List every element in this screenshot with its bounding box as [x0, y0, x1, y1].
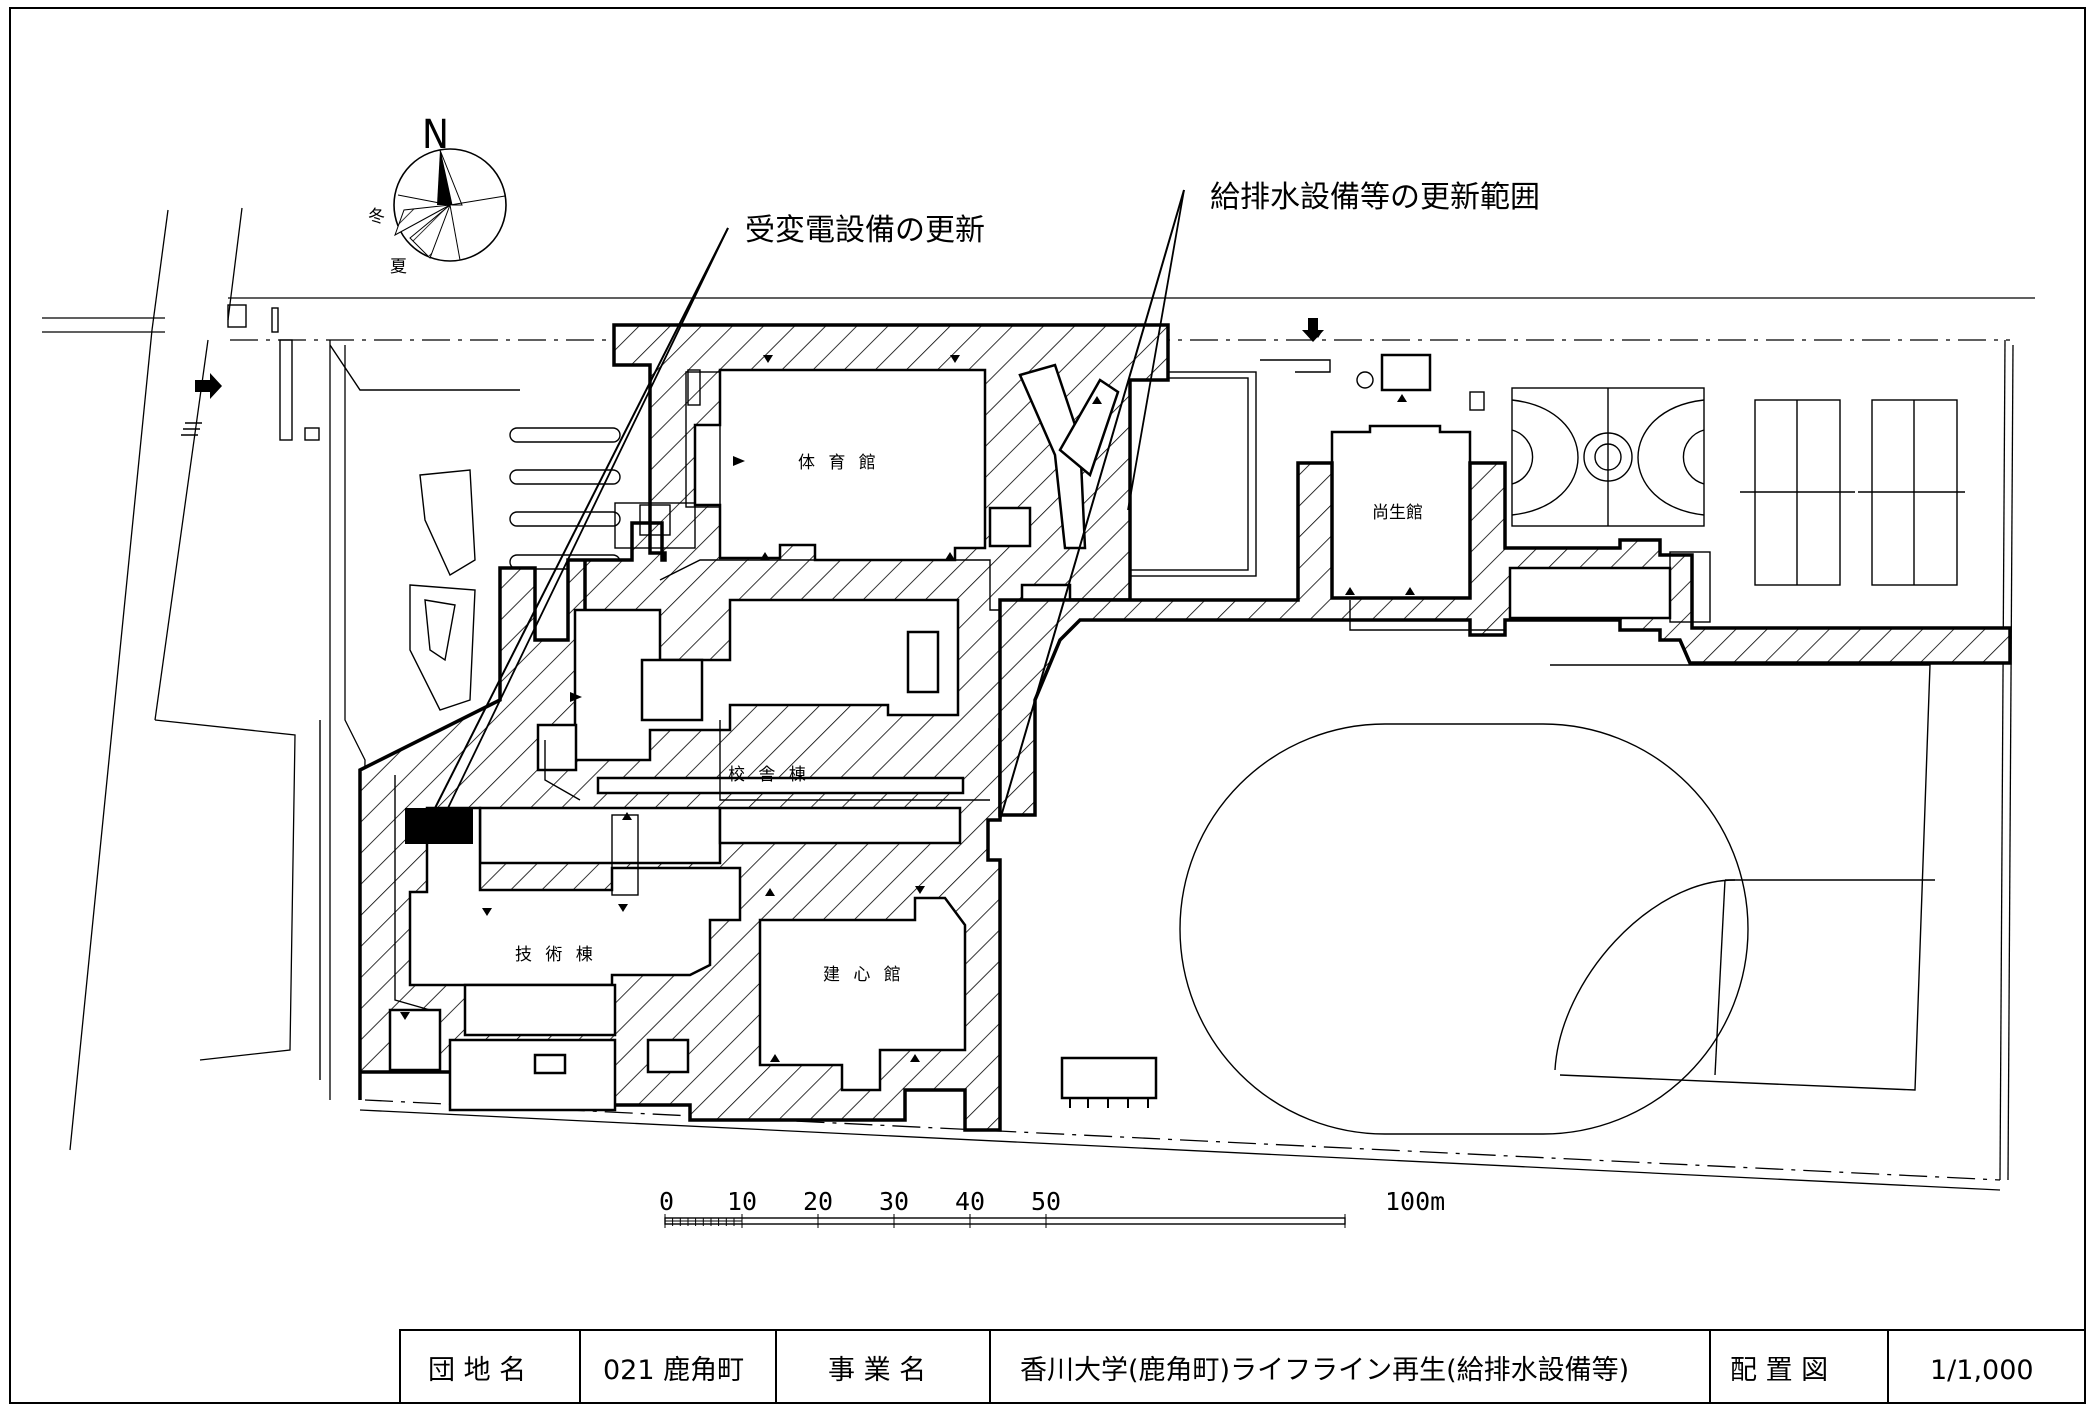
- scale-tick-30: 30: [879, 1187, 909, 1216]
- athletic-track: [1179, 664, 1935, 1135]
- east-entrance: [1260, 318, 1485, 411]
- callout-substation: 受変電設備の更新: [745, 213, 985, 248]
- scale-tick-100m: 100m: [1385, 1187, 1445, 1216]
- callout-substation-leader-2: [447, 227, 729, 809]
- north-arrow: N 冬 夏: [368, 112, 507, 277]
- label-school: 校 舎 棟: [728, 765, 810, 785]
- gym-footprint: [693, 368, 987, 562]
- title-block: 団 地 名 021 鹿角町 事 業 名 香川大学(鹿角町)ライフライン再生(給排…: [399, 1329, 2086, 1404]
- scale-value: 1/1,000: [1930, 1355, 2034, 1386]
- pool-outline: [1129, 377, 1249, 571]
- label-tech: 技 術 棟: [515, 945, 597, 965]
- callout-substation-leader-1: [429, 227, 729, 819]
- callout-water-leader-2: [1127, 189, 1185, 511]
- danchi-value: 021 鹿角町: [603, 1355, 744, 1386]
- callout-water-leader-1: [999, 189, 1185, 821]
- summer-label: 夏: [390, 257, 407, 277]
- winter-label: 冬: [368, 207, 385, 227]
- kenshin-footprint: [758, 896, 967, 1092]
- label-kenshin: 建 心 館: [823, 965, 905, 985]
- sports-courts: [1511, 387, 1965, 586]
- scale-bar: 0 10 20 30 40 50 100m: [659, 1187, 1445, 1228]
- bench-south: [1060, 1056, 1158, 1108]
- scale-tick-40: 40: [955, 1187, 985, 1216]
- label-shoseikan: 尚生館: [1372, 503, 1423, 523]
- tech-footprint: [408, 806, 742, 987]
- jigyo-value: 香川大学(鹿角町)ライフライン再生(給排水設備等): [1020, 1355, 1629, 1386]
- jigyo-label: 事 業 名: [828, 1355, 926, 1386]
- scale-tick-0: 0: [659, 1187, 674, 1216]
- scale-tick-20: 20: [803, 1187, 833, 1216]
- renewal-scope-east: [998, 461, 2012, 817]
- label-gym: 体 育 館: [798, 453, 880, 473]
- scale-tick-10: 10: [727, 1187, 757, 1216]
- arrow-marker-west: [195, 373, 222, 399]
- callout-water: 給排水設備等の更新範囲: [1210, 180, 1540, 215]
- flow-markers: [400, 330, 1415, 1062]
- substation-box: [405, 808, 473, 844]
- parking-area: [181, 304, 621, 1080]
- danchi-label: 団 地 名: [428, 1355, 526, 1386]
- scale-tick-50: 50: [1031, 1187, 1061, 1216]
- zumen-label: 配 置 図: [1730, 1355, 1828, 1386]
- utility-lines: [394, 559, 1505, 1011]
